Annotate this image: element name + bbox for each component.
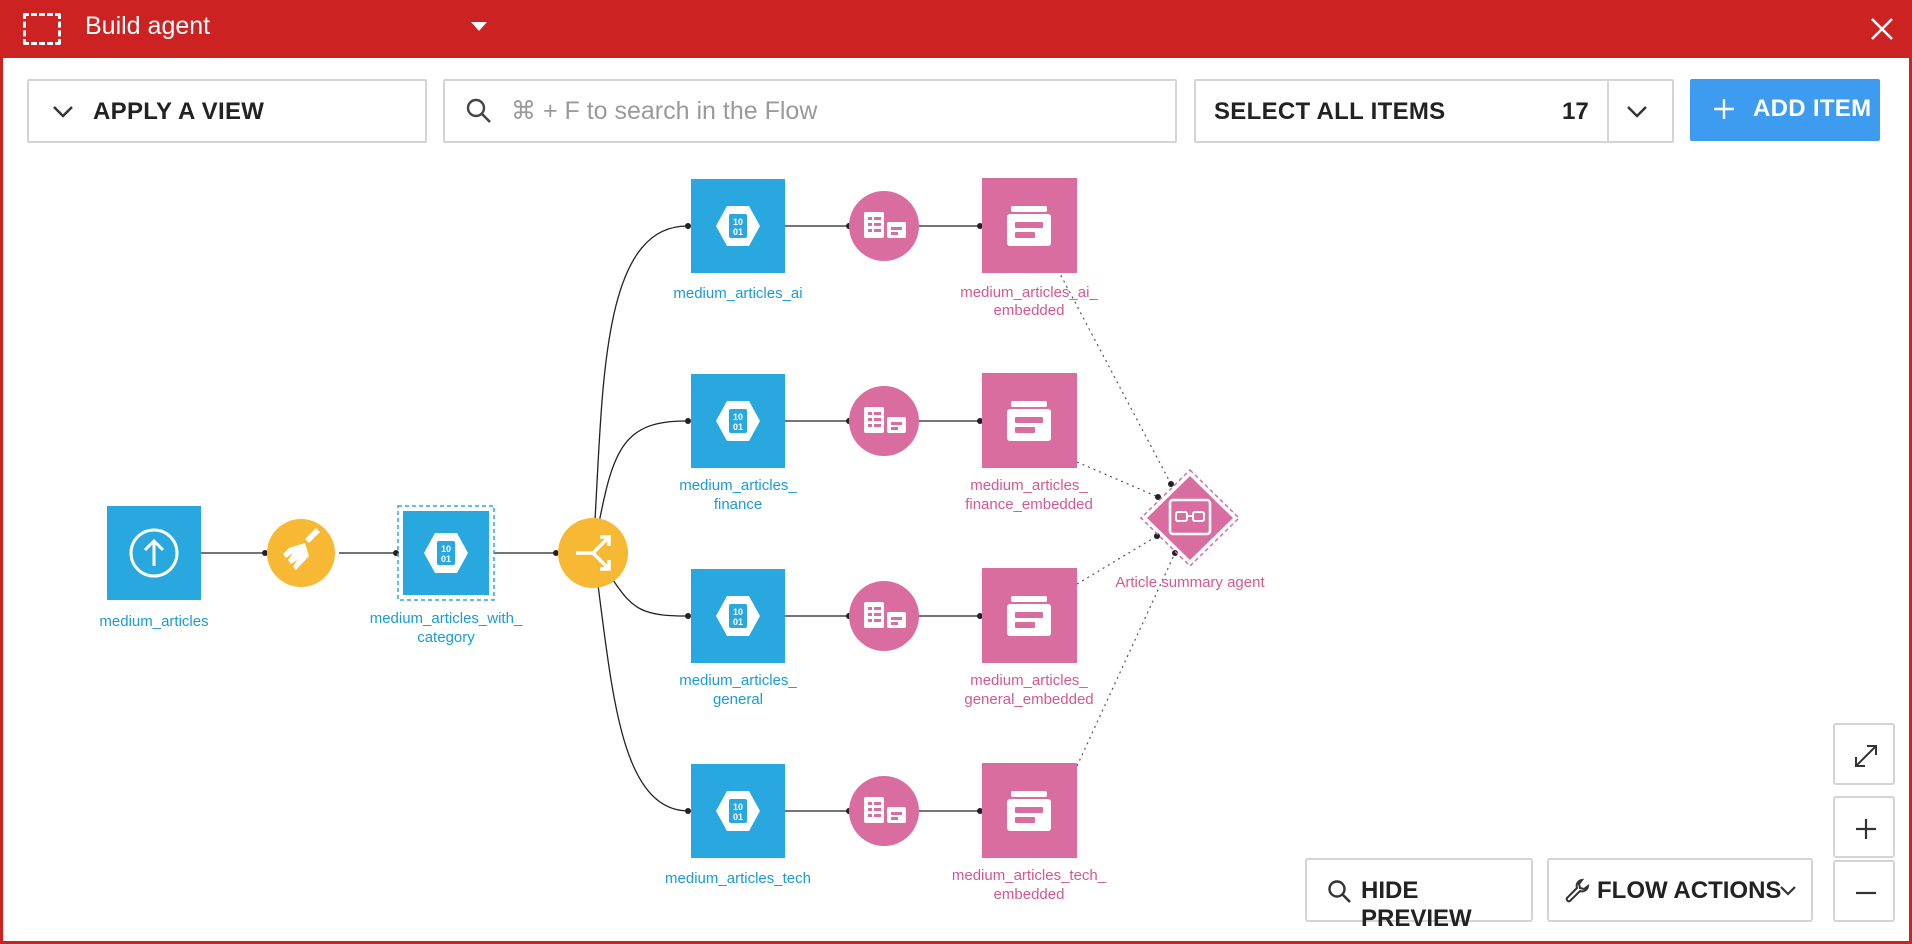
knowledge-bank-ai[interactable]: medium_articles_ai_ embedded	[960, 178, 1098, 319]
flow-actions-button[interactable]: FLOW ACTIONS	[1547, 858, 1813, 922]
label-general-embedded-2: general_embedded	[964, 691, 1093, 708]
window-title[interactable]: Build agent	[85, 12, 211, 40]
title-bar: Build agent	[3, 0, 1909, 58]
agent-article-summary[interactable]: Article summary agent	[1115, 468, 1265, 591]
recipe-embed-ai[interactable]	[849, 191, 919, 261]
agent-icon	[1168, 498, 1212, 536]
edge-split-to-tech	[597, 584, 689, 812]
dataset-medium-articles-with-category[interactable]: medium_articles_with_ category	[370, 505, 523, 646]
dataset-medium-articles-general[interactable]: medium_articles_ general	[679, 569, 797, 708]
split-icon	[576, 535, 611, 571]
label-ai: medium_articles_ai	[673, 285, 802, 302]
label-general-1: medium_articles_	[679, 672, 797, 689]
dataset-medium-articles-finance[interactable]: medium_articles_ finance	[679, 374, 797, 513]
title-dropdown-caret-icon[interactable]	[471, 22, 487, 31]
label-with-category-1: medium_articles_with_	[370, 610, 523, 627]
item-count: 17	[1562, 98, 1589, 125]
add-item-label: ADD ITEM	[1753, 95, 1872, 122]
select-all-items-control[interactable]: SELECT ALL ITEMS 17	[1194, 79, 1674, 143]
dataset-medium-articles-ai[interactable]: medium_articles_ai	[673, 179, 803, 302]
label-finance-2: finance	[714, 496, 762, 513]
zoom-out-button[interactable]	[1833, 860, 1895, 922]
label-finance-1: medium_articles_	[679, 477, 797, 494]
knowledge-bank-general[interactable]: medium_articles_ general_embedded	[964, 568, 1094, 708]
search-icon	[1328, 880, 1351, 903]
recipe-embed-tech[interactable]	[849, 776, 919, 846]
flow-canvas[interactable]: 10 01	[3, 0, 1912, 944]
dataset-medium-articles-tech[interactable]: medium_articles_tech	[665, 764, 811, 887]
hide-preview-button[interactable]: HIDE PREVIEW	[1305, 858, 1533, 932]
edge-split-to-general	[612, 579, 689, 617]
flow-actions-label: FLOW ACTIONS	[1597, 877, 1782, 904]
label-ai-embedded-2: embedded	[994, 302, 1065, 319]
edge-split-to-finance	[597, 420, 689, 529]
agent-edges	[1057, 269, 1176, 767]
expand-icon	[1855, 745, 1877, 767]
apply-view-dropdown[interactable]: APPLY A VIEW	[27, 79, 427, 143]
label-general-embedded-1: medium_articles_	[970, 672, 1088, 689]
flow-search-box[interactable]	[443, 79, 1177, 143]
zoom-in-button[interactable]	[1833, 796, 1895, 858]
label-general-2: general	[713, 691, 763, 708]
apply-view-label: APPLY A VIEW	[93, 98, 265, 125]
recipe-prepare[interactable]	[267, 519, 335, 587]
close-icon[interactable]	[1865, 12, 1899, 46]
search-icon	[466, 98, 491, 123]
recipe-split[interactable]	[558, 518, 628, 588]
chevron-down-icon	[53, 106, 73, 118]
label-finance-embedded-2: finance_embedded	[965, 496, 1093, 513]
plus-icon	[1714, 99, 1734, 119]
dashed-selection-icon	[23, 13, 61, 45]
label-tech-embedded-2: embedded	[994, 886, 1065, 903]
flow-edges	[201, 225, 980, 812]
broom-icon	[283, 528, 320, 570]
label-with-category-2: category	[417, 629, 475, 646]
chevron-down-icon[interactable]	[1625, 99, 1649, 123]
recipe-embed-finance[interactable]	[849, 386, 919, 456]
knowledge-bank-tech[interactable]: medium_articles_tech_ embedded	[952, 763, 1107, 903]
minus-icon	[1856, 891, 1876, 895]
label-tech-embedded-1: medium_articles_tech_	[952, 867, 1107, 884]
edge-split-to-ai	[594, 225, 689, 521]
dataset-medium-articles[interactable]: medium_articles	[99, 506, 209, 630]
label-agent: Article summary agent	[1115, 574, 1265, 591]
hide-preview-label: HIDE PREVIEW	[1361, 877, 1472, 932]
fit-to-screen-button[interactable]	[1833, 723, 1895, 785]
wrench-icon	[1565, 878, 1590, 903]
recipe-embed-general[interactable]	[849, 581, 919, 651]
chevron-down-icon	[1780, 886, 1796, 896]
label-medium-articles: medium_articles	[99, 613, 208, 630]
select-all-label[interactable]: SELECT ALL ITEMS	[1214, 98, 1446, 125]
label-finance-embedded-1: medium_articles_	[970, 477, 1088, 494]
plus-icon	[1856, 819, 1876, 839]
label-ai-embedded-1: medium_articles_ai_	[960, 284, 1098, 301]
add-item-button[interactable]: ADD ITEM	[1690, 79, 1880, 141]
knowledge-bank-finance[interactable]: medium_articles_ finance_embedded	[965, 373, 1093, 513]
divider	[1607, 81, 1609, 141]
label-tech: medium_articles_tech	[665, 870, 811, 887]
search-input[interactable]	[511, 91, 1151, 131]
